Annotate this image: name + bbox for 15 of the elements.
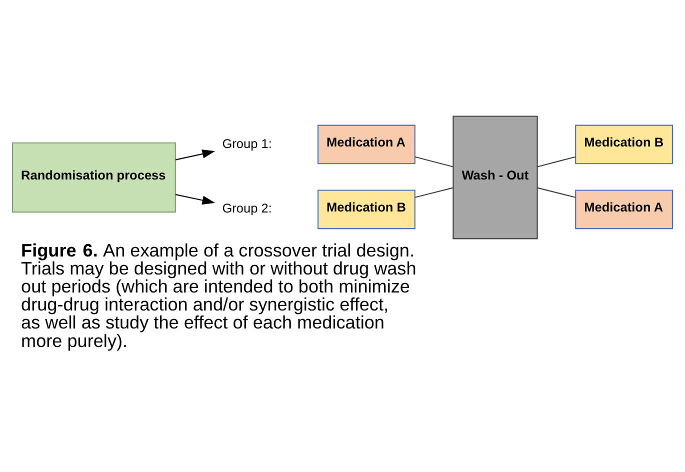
arrow: [176, 150, 216, 160]
connector: [414, 187, 454, 198]
arrow: [176, 194, 216, 205]
node-text: Group 1:: [222, 136, 272, 151]
connector: [537, 187, 576, 198]
caption: Figure 6. An example of a crossover trial design. Trials may be designed with or without drug wash out periods (which are intended to both minimize drug-drug interaction and/or synergistic effect, as well as study the effect of each medication more purely).: [21, 240, 416, 351]
node-box: Medication A: [575, 190, 673, 230]
node-box: Medication A: [317, 124, 416, 164]
connector: [537, 156, 576, 168]
connector: [414, 156, 454, 168]
node-text: Group 2:: [222, 200, 272, 216]
node-box: Randomisation process: [12, 142, 176, 213]
node-box: Wash - Out: [452, 116, 538, 240]
node-box: Medication B: [575, 124, 673, 164]
node-box: Medication B: [317, 190, 416, 230]
